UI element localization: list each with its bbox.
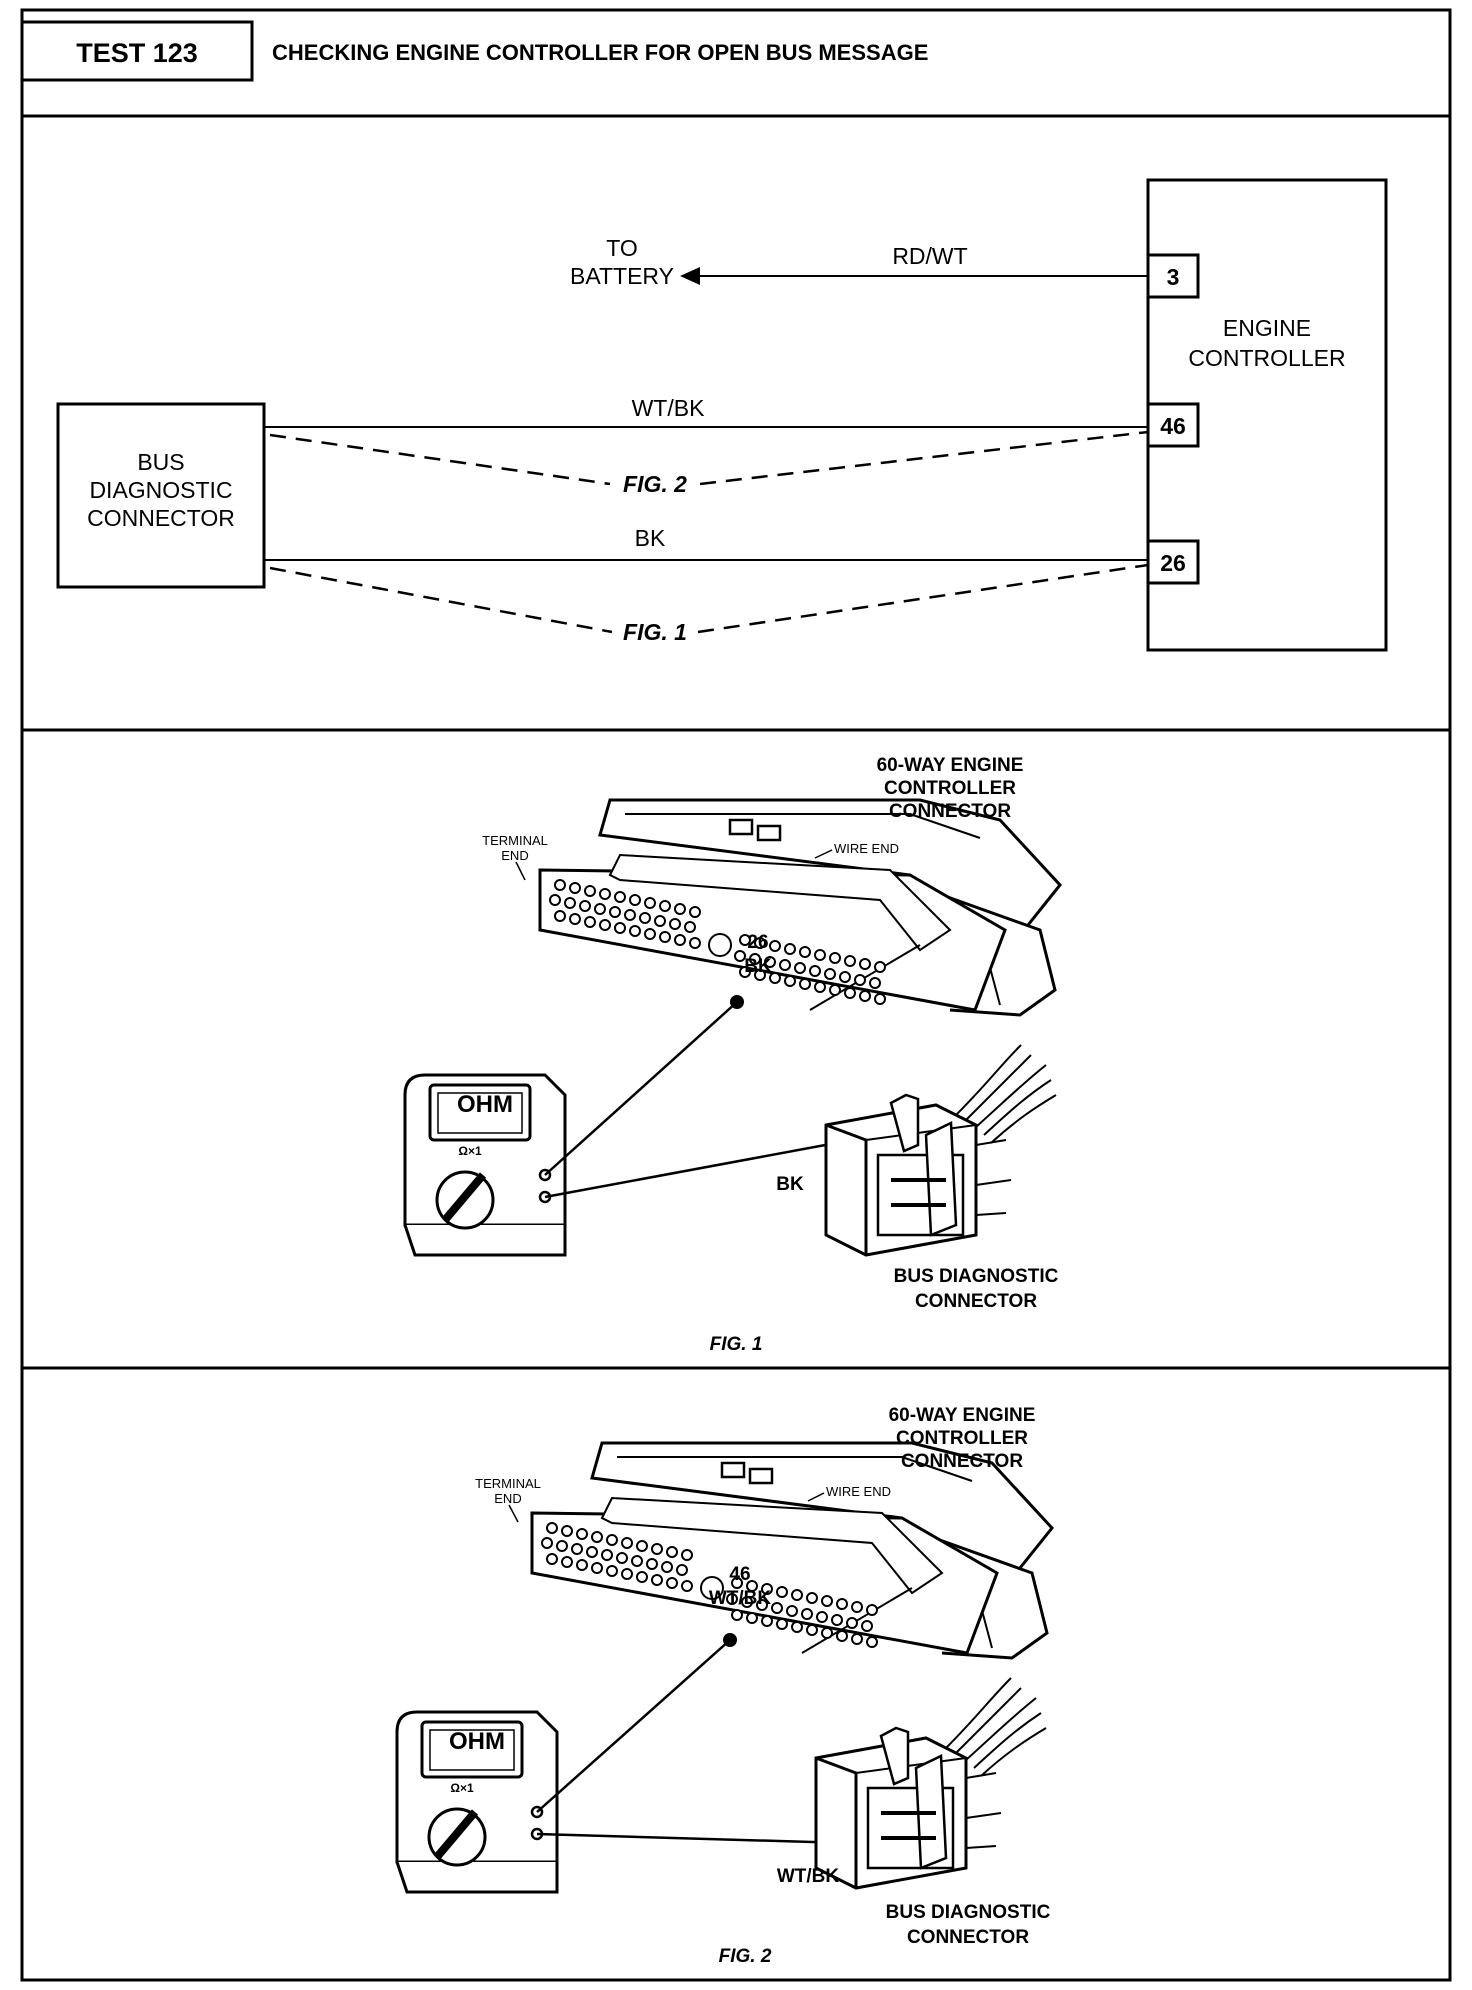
fig1-wire-label: BK	[776, 1174, 804, 1195]
fig1-ecc-label-3: CONNECTOR	[889, 801, 1011, 822]
bus-connector-label-1: BUS	[137, 449, 184, 475]
fig2-bus-label-2: CONNECTOR	[907, 1927, 1029, 1948]
engine-controller-label-1: ENGINE	[1223, 315, 1311, 341]
wire-bk-label: BK	[635, 525, 666, 551]
pin-3-box	[1146, 253, 1200, 299]
fig1-test-lead-2	[544, 1141, 837, 1199]
wire-rd-wt-label: RD/WT	[892, 243, 967, 269]
fig1-meter-display: OHM	[457, 1091, 513, 1118]
bus-connector-label-3: CONNECTOR	[87, 505, 235, 531]
fig2-ecc-label-1: 60-WAY ENGINE	[889, 1405, 1036, 1426]
fig1-test-path	[269, 563, 1149, 634]
fig1-pin-color: BK	[744, 956, 772, 977]
engine-controller-label-2: CONTROLLER	[1188, 345, 1345, 371]
fig1-pin-number: 26	[747, 932, 768, 953]
wiring-schematic: ENGINE CONTROLLER 3 46 26 TO BATTERY RD/…	[56, 178, 1388, 652]
fig1-reference: FIG. 1	[623, 619, 687, 645]
fig2-pin-number: 46	[729, 1564, 750, 1585]
test-id: TEST 123	[76, 38, 198, 68]
fig1-meter-range: Ω×1	[458, 1144, 482, 1158]
fig2-pin-color: WT/BK	[709, 1588, 772, 1609]
fig2-ecc-label-3: CONNECTOR	[901, 1451, 1023, 1472]
fig2-reference: FIG. 2	[623, 471, 687, 497]
fig2-bus-label-1: BUS DIAGNOSTIC	[886, 1902, 1051, 1923]
fig1-ecc-label-1: 60-WAY ENGINE	[877, 755, 1024, 776]
fig1-engine-controller-connector	[538, 798, 1062, 1017]
battery-label-2: BATTERY	[570, 263, 674, 289]
fig1-test-lead-1	[544, 1001, 738, 1176]
pin-26: 26	[1160, 550, 1186, 576]
fig2-engine-controller-connector	[530, 1441, 1054, 1660]
fig2-test-path	[269, 430, 1149, 486]
pin-26-box	[1146, 539, 1200, 585]
pin-46: 46	[1160, 413, 1186, 439]
bus-diagnostic-connector-box	[56, 402, 266, 589]
fig2-meter-display: OHM	[449, 1728, 505, 1755]
battery-label-1: TO	[606, 235, 638, 261]
fig1-caption: FIG. 1	[710, 1334, 763, 1355]
test-id-box	[20, 20, 254, 82]
page-title: CHECKING ENGINE CONTROLLER FOR OPEN BUS …	[272, 40, 928, 65]
fig2-terminal-end-1: TERMINAL	[475, 1476, 541, 1491]
fig2-panel: 60-WAY ENGINE CONTROLLER CONNECTOR TERMI…	[397, 1405, 1054, 1967]
fig1-terminal-end-2: END	[501, 848, 528, 863]
fig2-test-lead-1	[536, 1639, 731, 1813]
fig1-ecc-label-2: CONTROLLER	[884, 778, 1016, 799]
bus-connector-label-2: DIAGNOSTIC	[89, 477, 232, 503]
fig1-terminal-end-1: TERMINAL	[482, 833, 548, 848]
battery-arrow-icon	[680, 267, 700, 285]
fig2-wire-label: WT/BK	[777, 1866, 840, 1887]
fig1-wire-end: WIRE END	[834, 841, 899, 856]
pin-3: 3	[1167, 264, 1180, 290]
fig2-meter-range: Ω×1	[450, 1781, 474, 1795]
fig2-ecc-label-2: CONTROLLER	[896, 1428, 1028, 1449]
fig1-panel: 60-WAY ENGINE CONTROLLER CONNECTOR TERMI…	[405, 755, 1062, 1355]
fig2-wire-end: WIRE END	[826, 1484, 891, 1499]
fig2-bus-diagnostic-connector	[814, 1676, 1048, 1890]
fig1-bus-diagnostic-connector	[824, 1043, 1058, 1257]
fig2-terminal-end-2: END	[494, 1491, 521, 1506]
header: TEST 123 CHECKING ENGINE CONTROLLER FOR …	[20, 20, 1450, 118]
fig2-caption: FIG. 2	[719, 1946, 772, 1967]
pin-46-box	[1146, 402, 1200, 448]
wire-wt-bk-label: WT/BK	[632, 395, 705, 421]
page-border	[20, 8, 1452, 1982]
fig1-bus-label-2: CONNECTOR	[915, 1291, 1037, 1312]
fig1-bus-label-1: BUS DIAGNOSTIC	[894, 1266, 1059, 1287]
